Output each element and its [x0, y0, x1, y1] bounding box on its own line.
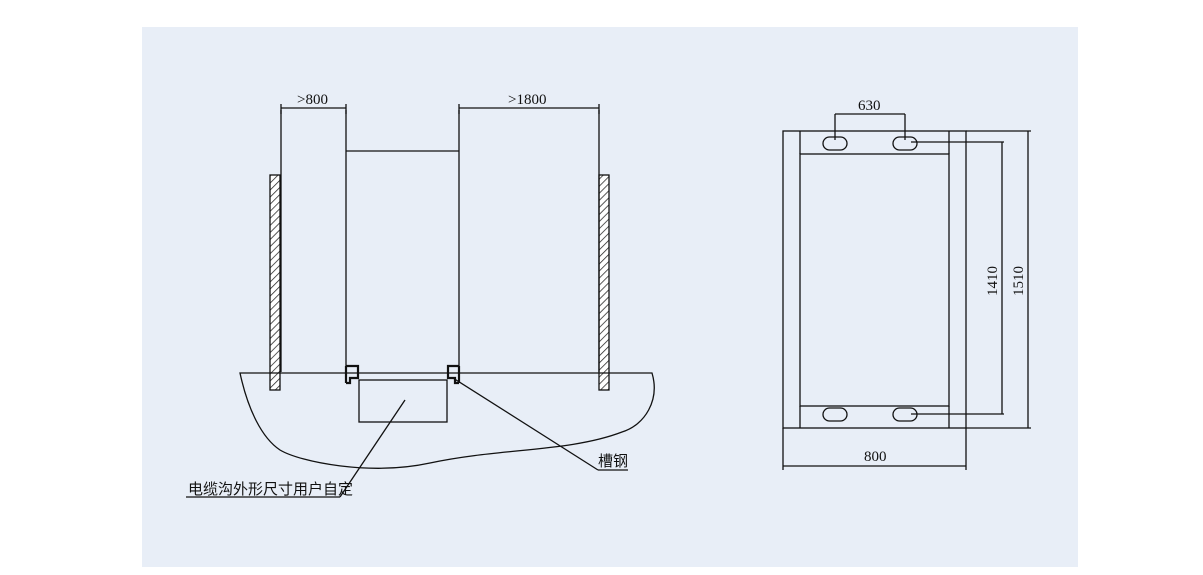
dim-1410-line — [911, 141, 1004, 415]
dim-1410-label: 1410 — [985, 266, 1001, 296]
dim-right-label: >1800 — [508, 92, 546, 108]
ground-outline — [239, 372, 655, 469]
dim-800-label: 800 — [864, 449, 887, 465]
trench-note-label: 电缆沟外形尺寸用户自定 — [188, 480, 353, 498]
mounting-slot — [822, 407, 848, 422]
dim-right-line — [458, 104, 600, 114]
drawing-panel — [142, 27, 1078, 567]
dim-left-line — [280, 104, 347, 114]
left-cabinet — [280, 110, 347, 372]
left-wall-hatch — [269, 174, 281, 391]
channel-steel-label: 槽钢 — [598, 452, 628, 470]
dim-630-label: 630 — [858, 98, 881, 114]
channel-steel — [344, 364, 461, 385]
inner-frame — [799, 153, 950, 407]
right-wall-hatch — [598, 174, 610, 391]
left-elevation-view — [186, 104, 655, 498]
right-cabinet — [458, 110, 600, 372]
dim-1510-line — [966, 130, 1031, 429]
dim-630-line — [834, 113, 906, 140]
dim-left-label: >800 — [297, 92, 328, 108]
dim-800-line — [782, 428, 967, 470]
right-plan-view — [782, 113, 1031, 470]
channel-steel-leader — [452, 377, 628, 471]
cross-members — [799, 131, 950, 428]
cable-trench — [358, 379, 448, 423]
trench-leader — [186, 399, 406, 498]
outer-frame — [782, 130, 967, 429]
dim-1510-label: 1510 — [1011, 266, 1027, 296]
